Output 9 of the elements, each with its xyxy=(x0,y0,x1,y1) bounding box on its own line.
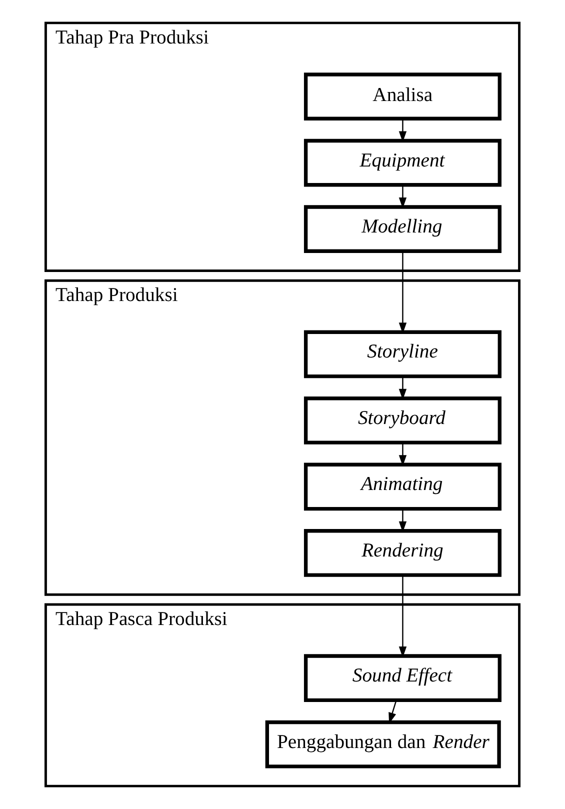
node-box: Storyboard xyxy=(304,396,502,444)
node-box: Modelling xyxy=(304,205,502,253)
node-box: Analisa xyxy=(304,72,502,120)
node-box: Storyline xyxy=(304,330,502,378)
node-box: Animating xyxy=(304,462,502,511)
node-box: Equipment xyxy=(304,138,502,187)
node-box: Rendering xyxy=(304,529,502,577)
node-box: Penggabungan dan Render xyxy=(265,720,501,768)
node-box: Sound Effect xyxy=(304,654,502,702)
